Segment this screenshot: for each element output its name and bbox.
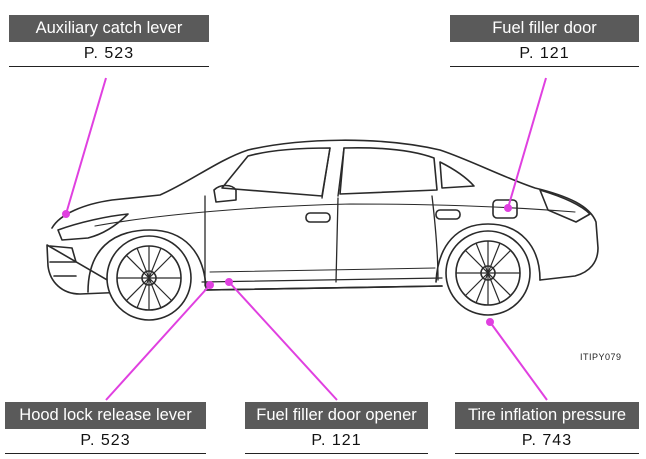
pointer-auxiliary-catch-lever — [65, 77, 107, 215]
page-reference-link[interactable]: P. 523 — [5, 429, 206, 454]
fuel-door-outline — [492, 199, 518, 219]
front-wheel-arch — [87, 229, 207, 293]
page-reference-link[interactable]: P. 523 — [9, 42, 209, 67]
page-reference-link[interactable]: P. 743 — [455, 429, 639, 454]
callout-label: Hood lock release lever — [5, 402, 206, 429]
side-mirror — [213, 184, 237, 203]
callout-label: Auxiliary catch lever — [9, 15, 209, 42]
rear-wheel-arch — [435, 223, 541, 283]
callout-label: Fuel filler door opener — [245, 402, 428, 429]
page-reference-link[interactable]: P. 121 — [450, 42, 639, 67]
pointer-tire-inflation-pressure — [489, 321, 548, 401]
rear-window — [339, 147, 438, 195]
callout-fuel-filler-door-opener: Fuel filler door opener P. 121 — [245, 402, 428, 454]
callout-tire-inflation-pressure: Tire inflation pressure P. 743 — [455, 402, 639, 454]
page-reference-link[interactable]: P. 121 — [245, 429, 428, 454]
callout-fuel-filler-door: Fuel filler door P. 121 — [450, 15, 639, 67]
callout-label: Fuel filler door — [450, 15, 639, 42]
front-window — [221, 147, 331, 197]
front-door — [204, 195, 339, 287]
headlight — [57, 213, 129, 241]
rear-wheel — [445, 230, 531, 316]
callout-label: Tire inflation pressure — [455, 402, 639, 429]
callout-auxiliary-catch-lever: Auxiliary catch lever P. 523 — [9, 15, 209, 67]
figure-code: ITIPY079 — [580, 352, 622, 362]
pointer-fuel-filler-door-opener — [228, 281, 338, 401]
pointer-hood-lock-release-lever — [105, 284, 211, 401]
callout-hood-lock-release-lever: Hood lock release lever P. 523 — [5, 402, 206, 454]
pointer-fuel-filler-door — [507, 77, 547, 209]
tail-light — [539, 189, 591, 223]
quarter-window — [439, 161, 475, 189]
front-wheel — [106, 235, 192, 321]
rocker-panel — [204, 285, 443, 291]
rear-door — [431, 195, 439, 281]
